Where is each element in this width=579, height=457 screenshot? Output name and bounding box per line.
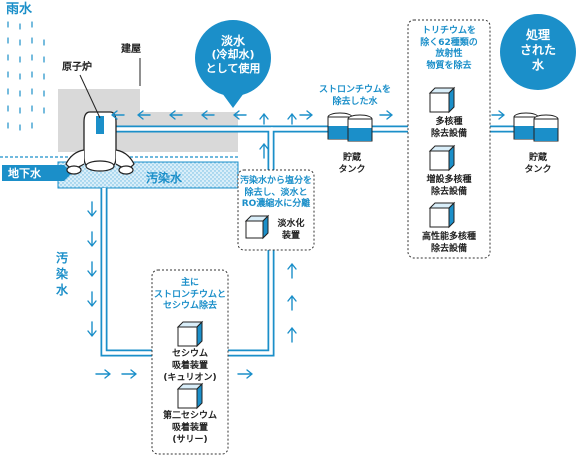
high-performance-multi-nuclide-device-icon [428,201,456,229]
desalination-device-line-2: 装置 [281,231,300,241]
tritium-title-line-2: 除く62種類の [420,37,478,48]
reactor-label: 原子炉 [62,62,92,73]
storage-tank-1-line-1: 貯蔵 [342,153,361,163]
additional-multi-nuclide-device-line-1: 増設多核種 [426,175,472,185]
multi-nuclide-device-line-2: 除去設備 [430,129,467,139]
treated-water-line-2: された [519,43,556,57]
groundwater-arrow [2,165,72,181]
cesium-device-line-3: (キュリオン) [163,373,217,383]
second-cesium-device-line-2: 吸着装置 [171,423,208,433]
multi-nuclide-device-label: 多核種 除去設備 [408,116,490,140]
tritium-panel [407,19,491,259]
cesium-device-icon [176,320,204,348]
tritium-panel-title: トリチウムを 除く62種類の 放射性 物質を除去 [408,26,490,72]
storage-tank-1-label: 貯蔵 タンク [332,152,372,176]
second-cesium-device-label: 第二セシウム 吸着装置 (サリー) [152,410,228,446]
desalination-title-line-1: 汚染水から塩分を [239,176,312,186]
multi-nuclide-device-icon [428,86,456,114]
desalination-device-icon [244,214,270,240]
building-label: 建屋 [121,44,141,55]
high-performance-multi-nuclide-device-line-1: 高性能多核種 [421,232,476,242]
second-cesium-device-line-1: 第二セシウム [162,411,217,421]
storage-tank-2-label: 貯蔵 タンク [518,152,558,176]
second-cesium-device-icon [176,382,204,410]
storage-tank-1 [327,112,373,142]
cesium-title-line-1: 主に [180,278,199,288]
basement-contaminated-water-label: 汚染水 [146,171,183,185]
flow-arrows [87,110,505,379]
cesium-title-line-3: セシウム除去 [162,301,217,311]
desalination-title-line-3: RO濃縮水に分離 [241,199,311,209]
desalination-device-label: 淡水化 装置 [272,218,310,242]
tritium-title-line-3: 放射性 [435,49,463,59]
reactor-vessel [65,74,135,175]
fresh-water-line-1: 淡水 [220,34,245,48]
cesium-panel-title: 主に ストロンチウムと セシウム除去 [152,278,228,313]
tritium-title-line-1: トリチウムを [421,26,476,36]
additional-multi-nuclide-device-label: 増設多核種 除去設備 [408,174,490,198]
storage-tank-2 [513,112,559,142]
desalination-title-line-2: 除去し、淡水と [244,187,308,198]
strontium-removed-line-2: 除去した水 [332,97,378,107]
tritium-title-line-4: 物質を除去 [426,60,472,71]
fresh-water-text: 淡水 (冷却水) として使用 [195,34,271,76]
multi-nuclide-device-line-1: 多核種 [435,117,463,127]
additional-multi-nuclide-device-icon [428,144,456,172]
storage-tank-2-line-2: タンク [524,165,552,175]
fresh-water-line-3: として使用 [205,62,261,75]
desalination-panel-title: 汚染水から塩分を 除去し、淡水と RO濃縮水に分離 [238,176,314,211]
fresh-water-bubble [195,20,271,108]
cesium-device-line-2: 吸着装置 [171,361,208,371]
treated-water-text: 処理 された 水 [500,28,576,73]
treated-water-bubble [500,14,576,90]
cesium-panel [151,269,229,455]
strontium-removed-label: ストロンチウムを 除去した水 [300,84,410,108]
additional-multi-nuclide-device-line-2: 除去設備 [430,187,467,197]
second-cesium-device-line-3: (サリー) [172,435,208,445]
storage-tank-2-line-1: 貯蔵 [528,153,547,163]
contaminated-water-flow-label: 汚染水 [56,251,69,297]
strontium-removed-line-1: ストロンチウムを [318,85,391,95]
high-performance-multi-nuclide-device-label: 高性能多核種 除去設備 [408,231,490,255]
storage-tank-1-line-2: タンク [338,165,366,175]
rain-drops [7,21,45,131]
fresh-water-line-2: (冷却水) [211,48,255,61]
cesium-device-line-1: セシウム [171,349,208,359]
desalination-device-line-1: 淡水化 [277,219,305,229]
treated-water-line-1: 処理 [525,28,550,42]
cesium-device-label: セシウム 吸着装置 (キュリオン) [152,348,228,384]
treated-water-line-3: 水 [531,58,544,72]
cesium-title-line-2: ストロンチウムと [153,289,226,300]
rain-label: 雨水 [6,2,33,17]
high-performance-multi-nuclide-device-line-2: 除去設備 [430,244,467,254]
groundwater-label: 地下水 [8,167,41,180]
